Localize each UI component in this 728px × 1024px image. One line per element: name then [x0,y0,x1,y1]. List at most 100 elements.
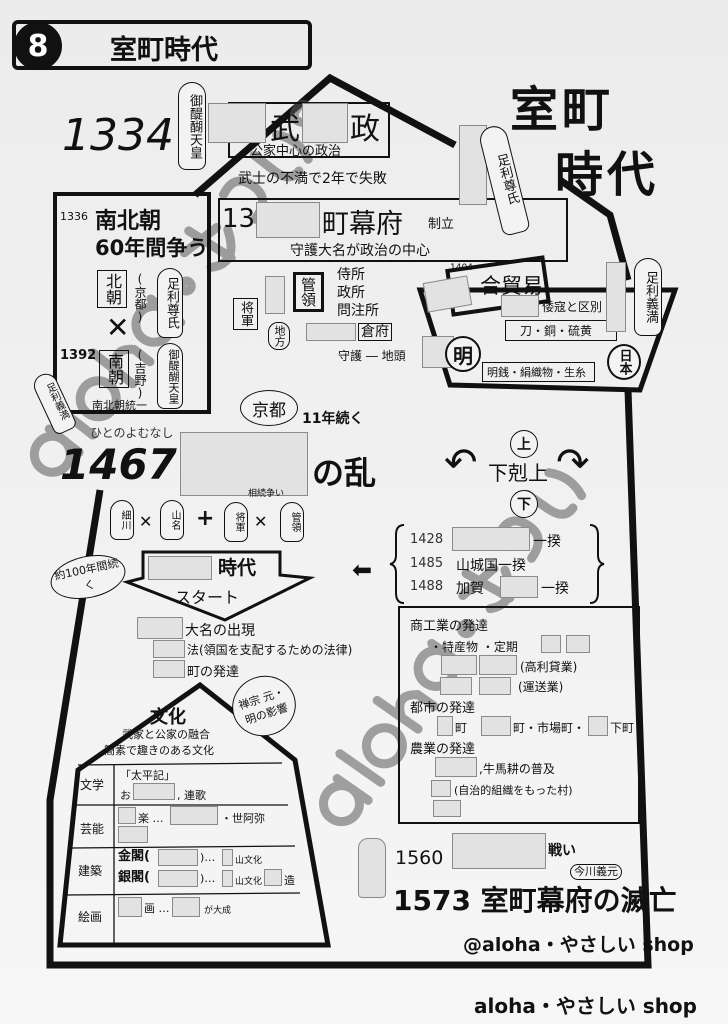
blank[interactable] [481,716,511,736]
blank[interactable] [153,640,185,658]
blank[interactable] [437,716,453,736]
bakufu-sub: 守護大名が政治の中心 [290,243,430,259]
nanboku-title: 南北朝 [95,209,162,234]
shogun-label: 将軍 [233,298,258,330]
blank[interactable] [566,635,590,653]
onin-shogun: 将軍 [224,502,248,542]
blank[interactable] [431,780,451,797]
blank[interactable] [306,323,356,341]
blank[interactable] [180,432,308,496]
blank[interactable] [479,677,511,695]
noh: 楽 … [138,812,164,825]
onin-year: 1467 [60,440,177,489]
curved-arrow-up-icon: ↷ [556,440,590,486]
kyoto-cloud: 京都 [240,390,298,426]
culture-sub2: 簡素で趣きのある文化 [104,744,214,757]
blank[interactable] [153,660,185,678]
blank[interactable] [441,655,477,675]
row-label-performing-arts: 芸能 [80,822,105,836]
minato-machi: 町・市場町・ [513,721,586,735]
joka-machi: 下町 [610,721,635,735]
ikki-year: 1428 [410,532,444,547]
blank[interactable] [118,826,148,843]
blank[interactable] [170,806,218,825]
north-person: 足利尊氏 [157,268,183,338]
blank[interactable] [452,527,530,551]
blank[interactable] [148,556,212,580]
otogi-prefix: お [120,789,131,802]
blank[interactable] [358,838,386,898]
blank[interactable] [158,870,198,887]
blank[interactable] [588,716,608,736]
blank[interactable] [440,677,472,695]
blank[interactable] [172,897,200,917]
kashi-note: (高利貸業) [520,660,578,674]
blank[interactable] [452,833,546,869]
bakufu-title: 町幕府 [322,209,403,240]
ikki-suffix: 一揆 [541,581,569,597]
kinkaku: 金閣( [118,849,150,864]
taiheiki: 「太平記」 [120,769,175,782]
blank[interactable] [256,202,320,238]
ikki-year: 1485 [410,556,444,571]
versus-mark: ✕ [106,311,130,344]
commerce-items: ・特産物 ・定期 [430,640,518,654]
trade-distinguish: 倭寇と区別 [542,300,603,314]
big-title-2: 時代 [555,147,660,203]
kenmu-person: 御醍醐天皇 [178,82,206,170]
onin-mnemonic: ひとのよむなし [90,426,174,440]
renga: , 連歌 [177,789,206,802]
onin-suffix: の乱 [312,454,377,492]
blank[interactable] [606,262,626,332]
blank[interactable] [137,617,183,639]
trade-year: 1404 [450,263,473,273]
ikki-text: 山城国一揆 [456,558,526,574]
blank[interactable] [264,869,282,886]
ming-circle: 明 [445,336,481,372]
row-label-literature: 文学 [80,778,105,792]
blank[interactable] [435,757,477,777]
blank[interactable] [501,295,539,317]
shogunate-fall: 1573 室町幕府の滅亡 [393,884,677,917]
blank[interactable] [118,897,142,917]
kenmu-mid: 武 [270,112,300,147]
south-person: 御醍醐天皇 [157,343,183,409]
blank[interactable] [479,655,517,675]
culture-title: 文化 [150,707,186,728]
shop-credit: @aloha・やさしい shop [463,934,694,956]
kenmu-result: 武士の不満で2年で失敗 [238,171,387,187]
left-arrow-icon: ⬅ [352,556,373,584]
onin-kanrei: 管領 [280,502,304,542]
row-label-painting: 絵画 [78,910,103,924]
blank[interactable] [302,103,348,143]
blank[interactable] [158,849,198,866]
blank[interactable] [133,783,175,800]
monzen-machi: 町 [455,721,468,735]
blank[interactable] [541,635,561,653]
daimyo-emergence: 大名の出現 [185,623,255,639]
blank[interactable] [118,807,136,824]
jokamachi: 町の発達 [187,665,240,680]
mandokoro: 政所 [337,285,365,301]
blank[interactable] [222,870,233,887]
kanrei-label: 管領 [293,272,324,312]
economy-box [398,606,640,824]
chiho-label: 地方 [268,322,290,350]
versus-mark: ✕ [254,512,268,531]
sengoku-start: スタート [175,588,240,607]
suiboku: 画 … [144,902,170,915]
blank[interactable] [208,103,266,143]
blank[interactable] [265,276,285,314]
bakufu-box [218,198,568,262]
blank[interactable] [433,800,461,817]
blank[interactable] [222,849,233,866]
higashiyama-culture: 山文化 [235,877,263,887]
north-place: (京都) [133,272,147,324]
onin-succession: 相続争い [248,489,285,499]
okehazama-battle: 戦い [548,843,576,859]
zeami: ・世阿弥 [221,812,265,825]
samurai-dokoro: 侍所 [337,267,365,283]
blank[interactable] [500,576,538,598]
